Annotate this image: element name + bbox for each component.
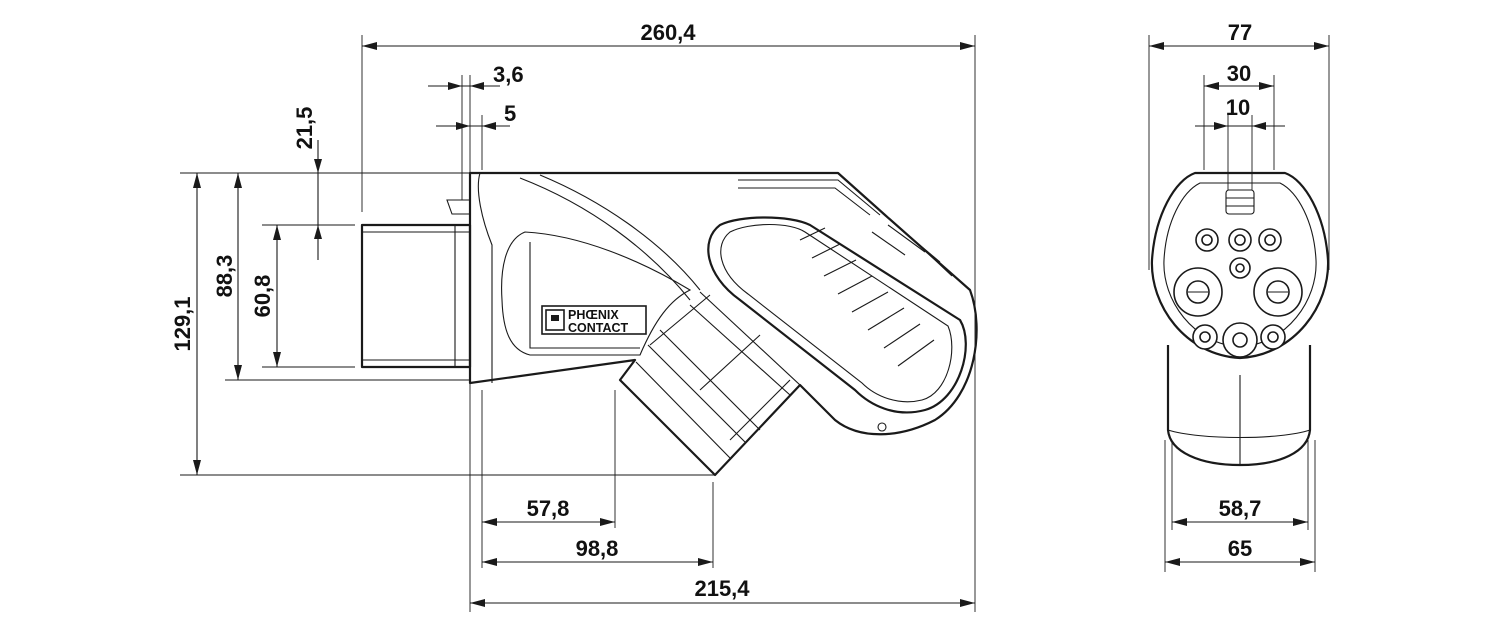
front-lower-body xyxy=(1166,345,1312,467)
connector-face xyxy=(360,199,472,369)
dim-connector-height: 60,8 xyxy=(250,225,281,367)
dim-label-connector-height: 60,8 xyxy=(250,275,275,318)
dim-label-top-offset: 21,5 xyxy=(292,107,317,150)
dim-label-key-width: 10 xyxy=(1226,95,1250,120)
cable-gland xyxy=(635,291,801,459)
dim-label-key-spacing-outer: 30 xyxy=(1227,61,1251,86)
front-extension-lines xyxy=(1148,35,1330,572)
dim-label-body-width-inner: 58,7 xyxy=(1219,496,1262,521)
dim-label-overall-height: 129,1 xyxy=(170,296,195,351)
dim-key-width: 10 xyxy=(1195,95,1285,130)
dim-label-body-length: 215,4 xyxy=(694,576,750,601)
dim-overall-length: 260,4 xyxy=(362,20,975,50)
dim-overall-width: 77 xyxy=(1149,20,1329,50)
dim-overall-height: 129,1 xyxy=(170,173,201,475)
dim-label-cable-offset-outer: 98,8 xyxy=(576,536,619,561)
contact-pins xyxy=(1173,228,1303,358)
dim-cable-offset-inner: 57,8 xyxy=(482,496,615,526)
dim-label-cable-offset-inner: 57,8 xyxy=(527,496,570,521)
front-view: 77 30 10 58,7 65 xyxy=(1148,20,1330,572)
dim-label-housing-height: 88,3 xyxy=(212,255,237,298)
dim-label-small-step-a: 3,6 xyxy=(493,62,524,87)
dim-body-length: 215,4 xyxy=(470,576,975,607)
brand-logo: PHŒNIX CONTACT xyxy=(541,305,647,335)
brand-line-2: CONTACT xyxy=(568,321,629,335)
dim-body-width-inner: 58,7 xyxy=(1172,496,1308,526)
dim-label-body-width: 65 xyxy=(1228,536,1252,561)
dim-body-width: 65 xyxy=(1165,536,1315,566)
dim-key-spacing-outer: 30 xyxy=(1204,61,1274,90)
dim-small-step-b: 5 xyxy=(436,101,516,130)
dim-label-overall-length: 260,4 xyxy=(640,20,696,45)
side-extension-lines xyxy=(180,35,976,612)
dim-label-small-step-b: 5 xyxy=(504,101,516,126)
dim-top-offset: 21,5 xyxy=(292,107,322,260)
dim-housing-height: 88,3 xyxy=(212,173,242,380)
side-view: PHŒNIX CONTACT 260,4 xyxy=(170,20,978,612)
dim-small-step-a: 3,6 xyxy=(428,62,524,90)
brand-line-1: PHŒNIX xyxy=(568,308,619,322)
dim-label-overall-width: 77 xyxy=(1228,20,1252,45)
dim-cable-offset-outer: 98,8 xyxy=(482,536,713,566)
grip-ribs xyxy=(738,179,953,367)
